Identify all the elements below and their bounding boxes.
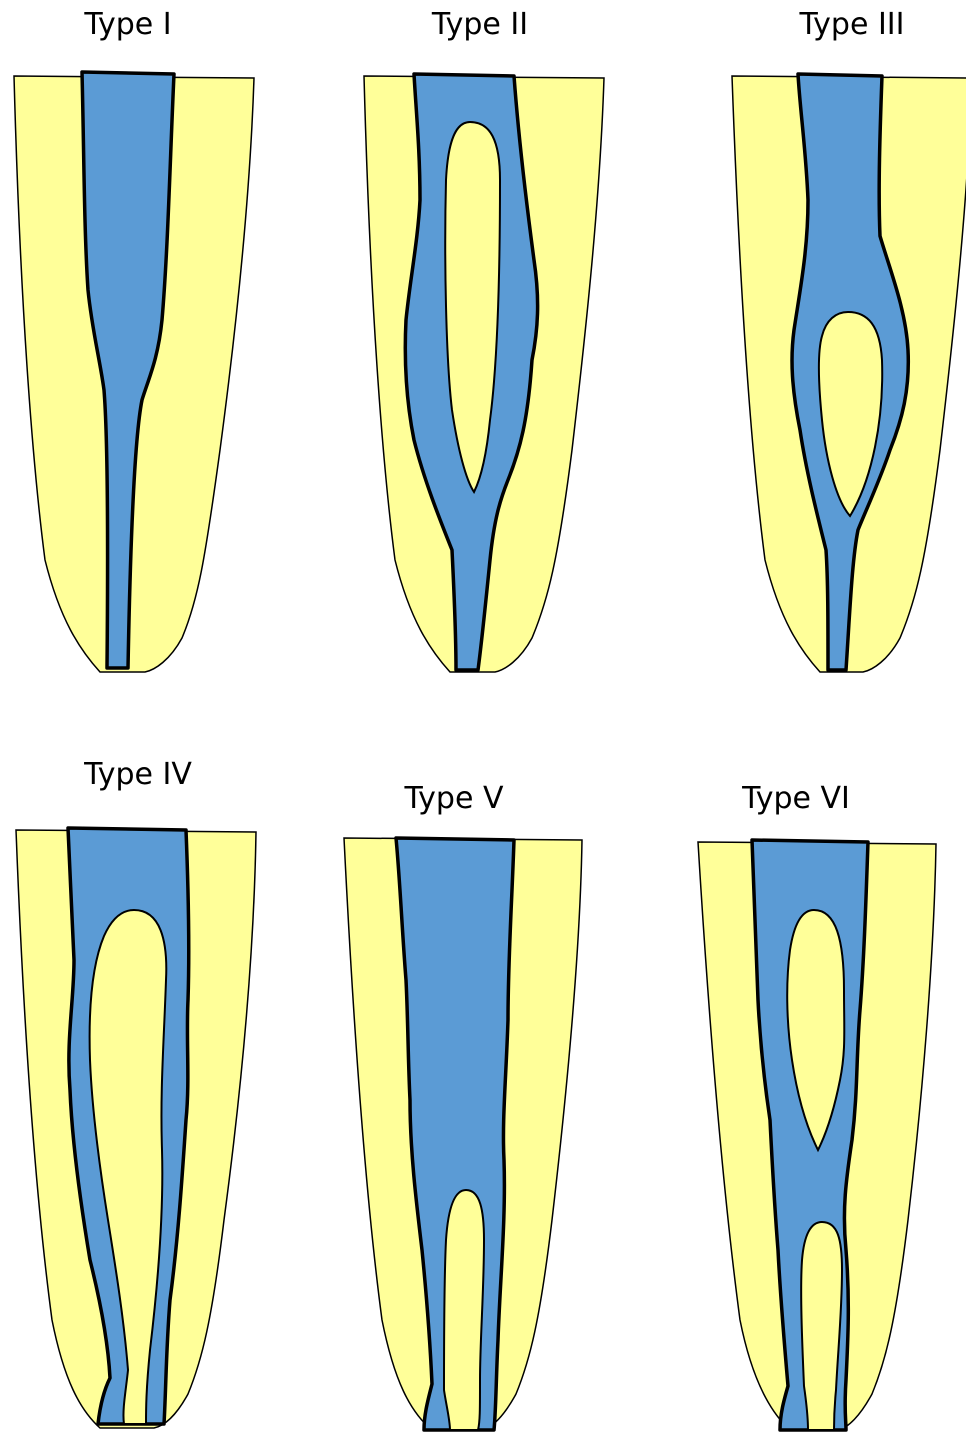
- type-vi-root: [698, 840, 936, 1430]
- type-v-root: [344, 838, 582, 1430]
- type-iv-root: [16, 828, 256, 1428]
- type-i-root: [14, 72, 254, 672]
- type-v-dentin-island: [444, 1190, 484, 1430]
- type-iii-root: [732, 74, 966, 672]
- type-ii-root: [364, 74, 604, 672]
- type-vi-lower-dentin-island: [801, 1222, 842, 1430]
